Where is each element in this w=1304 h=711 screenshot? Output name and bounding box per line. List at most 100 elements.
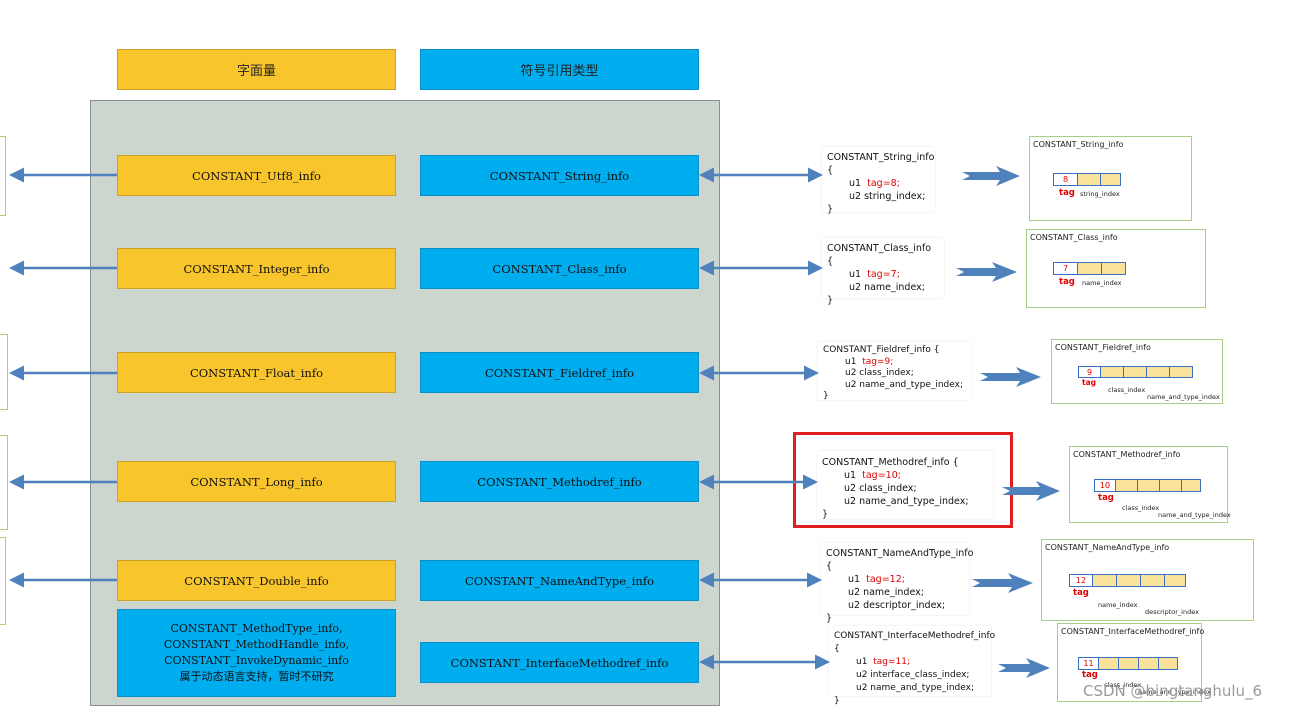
struct-tag: tag=10; (862, 470, 901, 481)
field-label: class_index (1108, 386, 1146, 394)
struct-field: u2 class_index; (844, 483, 917, 494)
struct-field: u2 name_and_type_index; (845, 379, 964, 390)
struct-field: u2 class_index; (845, 368, 914, 378)
block-arrow-fieldref (980, 367, 1041, 387)
struct-u1: u1 (849, 178, 862, 189)
ref-nameandtype-box: CONSTANT_NameAndType_info (420, 560, 699, 601)
tag-label: tag (1082, 378, 1097, 387)
diagram-interfacemethodref: CONSTANT_InterfaceMethodref_info 11 tag … (1057, 623, 1211, 702)
literal-utf8-box: CONSTANT_Utf8_info (117, 155, 396, 196)
field-label: class_index (1104, 681, 1142, 689)
literal-header: 字面量 (117, 49, 396, 90)
ref-fieldref-label: CONSTANT_Fieldref_info (484, 365, 635, 380)
block-arrow-nameandtype (972, 573, 1033, 593)
left-stub-4 (0, 537, 6, 625)
struct-close: } (822, 509, 829, 520)
block-arrow-class (956, 262, 1017, 282)
diagram-title: CONSTANT_Class_info (1030, 233, 1118, 242)
dynamic-line-4: 属于动态语言支持，暂时不研究 (179, 670, 334, 683)
struct-u1: u1 (849, 269, 862, 280)
struct-close: } (834, 696, 840, 706)
diagram-title: CONSTANT_InterfaceMethodref_info (1061, 627, 1205, 636)
field-cell (1100, 173, 1121, 186)
tag-label: tag (1082, 670, 1098, 680)
struct-title: CONSTANT_String_info { (827, 152, 935, 176)
literal-float-label: CONSTANT_Float_info (189, 365, 324, 380)
literal-long-label: CONSTANT_Long_info (190, 474, 323, 489)
ref-string-label: CONSTANT_String_info (489, 168, 630, 183)
field-cell (1101, 262, 1126, 275)
diagram-fieldref: CONSTANT_Fieldref_info 9 tag class_index… (1051, 339, 1223, 404)
struct-u1: u1 (856, 657, 868, 667)
symbolic-ref-header-label: 符号引用类型 (520, 64, 599, 79)
tag-value-cell: 12 (1069, 574, 1093, 587)
left-stub-3 (0, 435, 8, 530)
struct-tag: tag=11; (873, 657, 910, 667)
csdn-watermark: CSDN @bingtanghulu_6 (1083, 682, 1263, 700)
literal-float-box: CONSTANT_Float_info (117, 352, 396, 393)
struct-interfacemethodref: CONSTANT_InterfaceMethodref_info { u1 ta… (829, 626, 996, 706)
dynamic-line-2: CONSTANT_MethodHandle_info, (163, 638, 350, 651)
struct-close: } (827, 204, 834, 215)
struct-title: CONSTANT_Fieldref_info { (823, 345, 940, 355)
field-cell (1164, 574, 1186, 587)
literal-utf8-label: CONSTANT_Utf8_info (192, 168, 321, 183)
struct-tag: tag=9; (862, 356, 894, 367)
diagram-methodref: CONSTANT_Methodref_info 10 tag class_ind… (1069, 446, 1231, 523)
symbolic-ref-header: 符号引用类型 (420, 49, 699, 90)
field-label: name_index (1098, 601, 1138, 609)
dynamic-line-1: CONSTANT_MethodType_info, (170, 622, 343, 635)
tag-label: tag (1059, 277, 1075, 287)
diagram-title: CONSTANT_NameAndType_info (1045, 543, 1170, 552)
struct-class: CONSTANT_Class_info { u1 tag=7; u2 name_… (822, 238, 944, 306)
block-arrow-interfacemethodref (998, 658, 1050, 678)
ref-interfacemethodref-label: CONSTANT_InterfaceMethodref_info (450, 655, 669, 670)
struct-nameandtype: CONSTANT_NameAndType_info { u1 tag=12; u… (821, 543, 974, 624)
struct-string: CONSTANT_String_info { u1 tag=8; u2 stri… (822, 147, 935, 215)
struct-tag: tag=7; (867, 269, 900, 280)
ref-fieldref-box: CONSTANT_Fieldref_info (420, 352, 699, 393)
field-cell (1169, 366, 1193, 378)
struct-u1: u1 (848, 574, 861, 585)
ref-nameandtype-label: CONSTANT_NameAndType_info (464, 573, 655, 588)
field-label: string_index (1080, 190, 1120, 198)
struct-field: u2 string_index; (849, 191, 926, 202)
literal-double-label: CONSTANT_Double_info (184, 573, 329, 588)
struct-field: u2 name_index; (849, 282, 925, 293)
diagram-title: CONSTANT_Methodref_info (1073, 450, 1181, 459)
literal-header-label: 字面量 (236, 64, 276, 79)
dynamic-language-box: CONSTANT_MethodType_info, CONSTANT_Metho… (117, 609, 396, 697)
tag-label: tag (1073, 588, 1089, 598)
block-arrow-methodref (1002, 481, 1060, 501)
tag-value-cell: 11 (1078, 657, 1099, 670)
struct-u1: u1 (844, 470, 857, 481)
diagram-nameandtype: CONSTANT_NameAndType_info 12 tag name_in… (1041, 539, 1254, 621)
struct-methodref: CONSTANT_Methodref_info { u1 tag=10; u2 … (817, 451, 993, 520)
ref-methodref-box: CONSTANT_Methodref_info (420, 461, 699, 502)
block-arrow-string (962, 166, 1020, 186)
diagram-title: CONSTANT_Fieldref_info (1055, 343, 1151, 352)
struct-tag: tag=8; (867, 178, 900, 189)
field-label: descriptor_index (1145, 608, 1199, 616)
literal-integer-label: CONSTANT_Integer_info (183, 261, 330, 276)
struct-field: u2 name_and_type_index; (844, 496, 969, 507)
struct-field: u2 descriptor_index; (848, 600, 946, 611)
diagram-title: CONSTANT_String_info (1033, 140, 1124, 149)
struct-field: u2 name_index; (848, 587, 924, 598)
struct-tag: tag=12; (866, 574, 905, 585)
struct-title: CONSTANT_InterfaceMethodref_info { (834, 631, 996, 654)
field-label: name_and_type_index (1158, 511, 1231, 519)
literal-integer-box: CONSTANT_Integer_info (117, 248, 396, 289)
dynamic-line-3: CONSTANT_InvokeDynamic_info (164, 654, 349, 667)
field-label: name_and_type_index (1147, 393, 1220, 401)
struct-title: CONSTANT_Class_info { (827, 243, 932, 267)
struct-u1: u1 (845, 356, 857, 367)
left-stub-1 (0, 136, 6, 216)
ref-class-box: CONSTANT_Class_info (420, 248, 699, 289)
struct-fieldref: CONSTANT_Fieldref_info { u1 tag=9; u2 cl… (818, 342, 971, 401)
struct-title: CONSTANT_NameAndType_info { (826, 548, 974, 572)
struct-close: } (823, 391, 829, 401)
tag-label: tag (1059, 188, 1075, 198)
ref-class-label: CONSTANT_Class_info (492, 261, 627, 276)
